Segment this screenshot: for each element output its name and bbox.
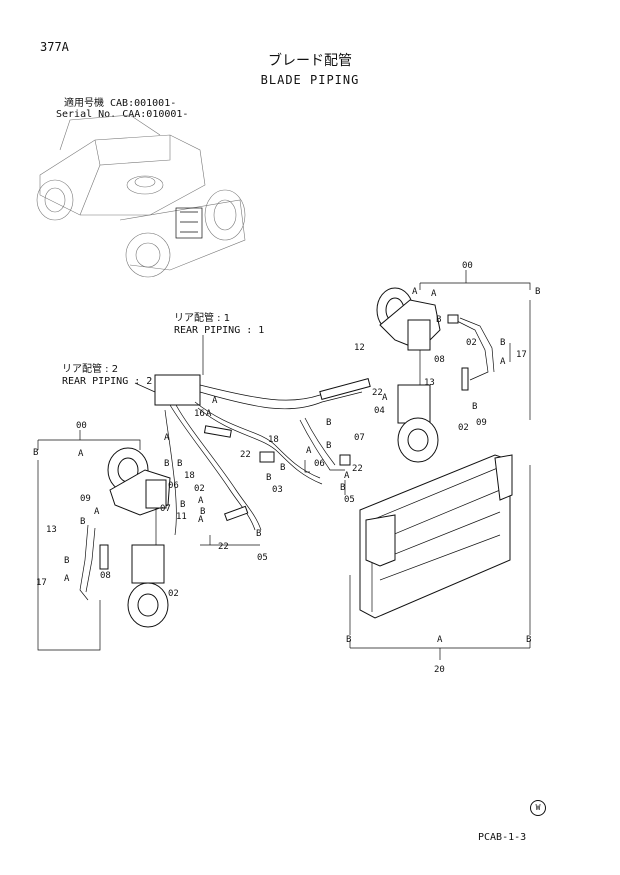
label-02-right-2: 02 (458, 423, 469, 433)
reference-lines (37, 270, 531, 660)
label-20: 20 (434, 665, 445, 675)
label-a-plate: A (437, 635, 443, 645)
label-b-centre-2: B (266, 473, 271, 483)
machine-overview-sketch (36, 114, 246, 278)
label-b-plate-left: B (346, 635, 351, 645)
label-11: 11 (176, 512, 187, 522)
label-08-left: 08 (100, 571, 111, 581)
label-b-centre-3: B (200, 507, 205, 517)
label-09-left: 09 (80, 494, 91, 504)
left-blade-cylinder (79, 447, 171, 628)
rear-piping-2-callout-jp: リア配管 : 2 (62, 364, 119, 375)
label-b-left-2: B (80, 517, 85, 527)
rear-piping-1-callout-jp: リア配管 : 1 (174, 313, 231, 324)
label-a-centre-4: A (198, 515, 204, 525)
label-a-left-top: A (78, 449, 84, 459)
applicable-serial-en: Serial No. CAA:010001- (56, 109, 189, 120)
page-number: 377A (40, 40, 69, 54)
label-b-right-3: B (472, 402, 477, 412)
label-a-centre-1: A (212, 396, 218, 406)
label-a-right-3: A (382, 393, 388, 403)
label-07-right: 07 (354, 433, 365, 443)
label-a-left-3: A (64, 574, 70, 584)
label-04: 04 (374, 406, 385, 416)
rear-piping-2-callout: REAR PIPING : 2 (62, 376, 153, 387)
label-b-bottom: B (256, 529, 261, 539)
rear-piping-hoses (154, 374, 371, 536)
applicable-serial-jp: 適用号機 CAB:001001- (64, 98, 177, 109)
label-a-right-4: A (306, 446, 312, 456)
label-b-17: B (500, 338, 505, 348)
label-22-right-2: 22 (352, 464, 363, 474)
label-b-right-2: B (436, 315, 441, 325)
label-b-centre-4: B (180, 500, 185, 510)
label-07-centre: 07 (160, 504, 171, 514)
label-a-centre-2: A (206, 409, 212, 419)
label-22-centre: 22 (240, 450, 251, 460)
label-22-bottom: 22 (218, 542, 229, 552)
label-13-left: 13 (46, 525, 57, 535)
label-17-right: 17 (516, 350, 527, 360)
label-b-centre-6: B (177, 459, 182, 469)
label-18-centre: 18 (268, 435, 279, 445)
rear-piping-1-callout: REAR PIPING : 1 (174, 325, 265, 336)
part-labels: 00 A B A B 12 02 08 B 17 A 13 22 04 A B … (33, 261, 540, 675)
page-title: BLADE PIPING (260, 73, 360, 87)
label-b-right-4: B (326, 418, 331, 428)
label-02-centre: 02 (194, 484, 205, 494)
label-18-left: 18 (184, 471, 195, 481)
label-a-centre-3: A (198, 496, 204, 506)
label-b-right-top: B (535, 287, 540, 297)
label-17-left: 17 (36, 578, 47, 588)
label-05-right: 05 (344, 495, 355, 505)
label-06-right: 06 (314, 459, 325, 469)
label-a-left-2: A (94, 507, 100, 517)
label-08: 08 (434, 355, 445, 365)
label-02-left: 02 (168, 589, 179, 599)
page-title-japanese: ブレード配管 (268, 53, 352, 69)
label-b-left-top: B (33, 448, 38, 458)
label-06-centre: 06 (168, 481, 179, 491)
label-b-centre-1: B (280, 463, 285, 473)
label-12: 12 (354, 343, 365, 353)
label-a-right-2: A (431, 289, 437, 299)
w-circle-mark: W (530, 800, 546, 816)
label-02-right-1: 02 (466, 338, 477, 348)
label-03: 03 (272, 485, 283, 495)
label-b-right-6: B (340, 483, 345, 493)
label-09-right: 09 (476, 418, 487, 428)
label-00-right: 00 (462, 261, 473, 271)
label-a-right-top: A (412, 287, 418, 297)
label-b-centre-5: B (164, 459, 169, 469)
label-13-right: 13 (424, 378, 435, 388)
document-code: PCAB-1-3 (478, 832, 527, 843)
label-b-right-5: B (326, 441, 331, 451)
blade-plate (359, 454, 513, 619)
right-blade-cylinder (376, 287, 495, 463)
label-22-right-1: 22 (372, 388, 383, 398)
label-00-left: 00 (76, 421, 87, 431)
label-a-17: A (500, 357, 506, 367)
label-16: 16 (194, 409, 205, 419)
label-05-left: 05 (257, 553, 268, 563)
label-b-plate-right: B (526, 635, 531, 645)
label-a-right-5: A (344, 471, 350, 481)
label-a-centre-5: A (164, 433, 170, 443)
label-b-left-3: B (64, 556, 69, 566)
